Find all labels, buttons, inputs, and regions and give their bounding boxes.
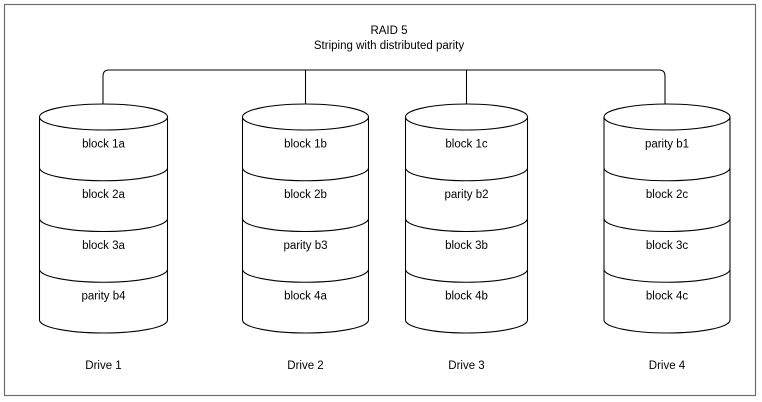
drive-label-2: Drive 2 [287,360,323,372]
cylinder-divider-2-3 [241,269,370,283]
cylinder-divider-3-1 [404,167,529,182]
cylinder-divider-2-2 [241,218,370,233]
block-label: block 2c [646,189,688,201]
cylinder-divider-3-2 [404,218,529,233]
cylinder-body-1 [38,117,169,334]
cylinder-divider-2-1 [241,167,370,182]
cylinder-divider-4-3 [603,269,731,283]
drive-cylinder-2: block 1b block 2b parity b3 block 4a [241,103,370,334]
block-label: parity b2 [444,189,488,201]
block-label: block 4b [445,291,488,303]
cylinder-divider-3-3 [404,269,529,283]
cylinder-body-4 [603,117,731,334]
block-label: parity b4 [81,291,126,303]
drive-cylinder-3: block 1c parity b2 block 3b block 4b [404,103,529,334]
cylinder-top-3 [404,103,529,131]
cylinder-top-4 [603,103,731,131]
cylinder-divider-4-1 [603,167,731,182]
block-label: block 2b [284,189,327,201]
block-label: parity b1 [645,138,689,150]
cylinder-top-1 [38,103,169,131]
cylinder-divider-1-3 [38,269,169,283]
block-label: block 1a [82,138,125,150]
cylinder-divider-1-2 [38,218,169,233]
diagram-subtitle: Striping with distributed parity [314,40,464,52]
block-label: block 2a [82,189,125,201]
block-label: block 1b [284,138,327,150]
block-label: block 1c [445,138,487,150]
block-label: parity b3 [283,240,327,252]
drive-cylinder-1: block 1a block 2a block 3a parity b4 [38,103,169,334]
block-label: block 4c [646,291,688,303]
raid-controller-bus [102,69,666,117]
drives-layer: block 1a block 2a block 3a parity b4 Drive 1… [38,103,731,372]
cylinder-body-2 [241,117,370,334]
diagram-title-line1: RAID 5 [370,25,407,37]
block-label: block 4a [284,291,327,303]
block-label: block 3a [82,240,125,252]
cylinder-divider-4-2 [603,218,731,233]
drive-label-4: Drive 4 [649,360,686,372]
drive-label-3: Drive 3 [448,360,484,372]
block-label: block 3b [445,240,488,252]
cylinder-top-2 [241,103,370,131]
cylinder-body-3 [404,117,529,334]
drive-cylinder-4: parity b1 block 2c block 3c block 4c [603,103,731,334]
block-label: block 3c [646,240,688,252]
cylinder-divider-1-1 [38,167,169,182]
drive-label-1: Drive 1 [85,360,121,372]
